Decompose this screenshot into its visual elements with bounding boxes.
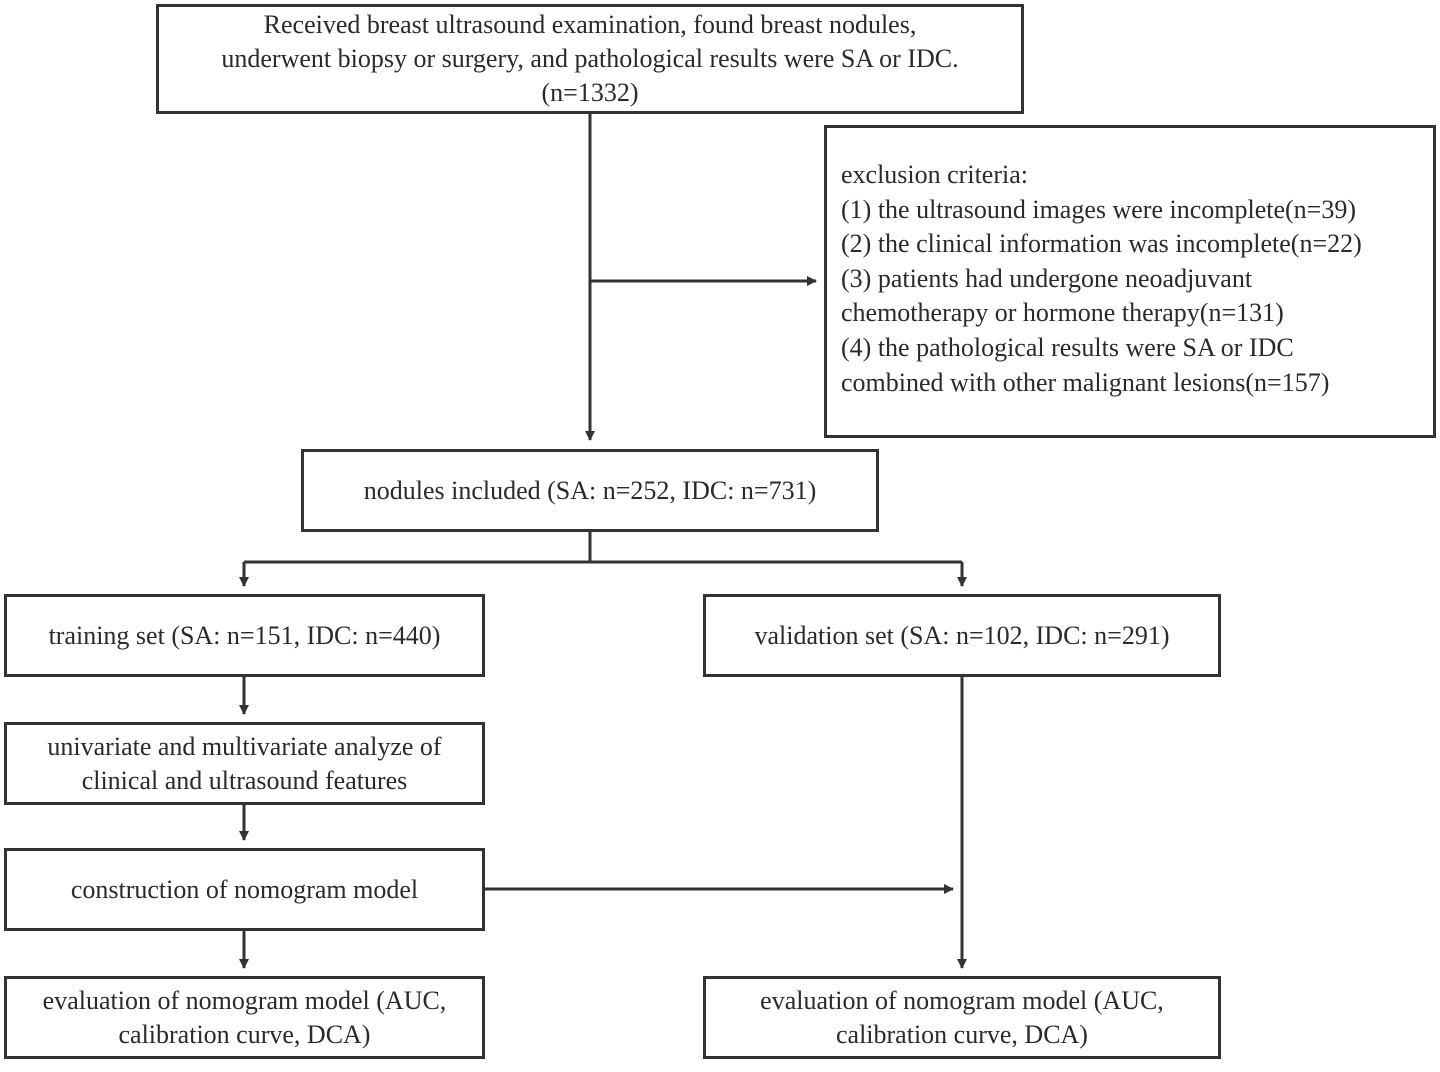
training-set-box: training set (SA: n=151, IDC: n=440) (4, 594, 485, 677)
received-line-3: (n=1332) (541, 78, 639, 107)
included-label: nodules included (SA: n=252, IDC: n=731) (363, 475, 817, 505)
construction-label: construction of nomogram model (70, 874, 419, 904)
eval-training-line-1: evaluation of nomogram model (AUC, (42, 985, 447, 1015)
analysis-box: univariate and multivariate analyze of c… (4, 722, 485, 805)
exclusion-line-7: combined with other malignant lesions(n=… (841, 367, 1330, 397)
exclusion-line-5: chemotherapy or hormone therapy(n=131) (841, 298, 1284, 328)
eval-validation-line-2: calibration curve, DCA) (836, 1019, 1088, 1049)
evaluation-training-box: evaluation of nomogram model (AUC, calib… (4, 976, 485, 1059)
received-line-2: underwent biopsy or surgery, and patholo… (221, 44, 959, 73)
eval-training-line-2: calibration curve, DCA) (118, 1019, 371, 1049)
exclusion-line-3: (2) the clinical information was incompl… (841, 229, 1362, 259)
validation-label: validation set (SA: n=102, IDC: n=291) (754, 620, 1170, 650)
exclusion-criteria-box: exclusion criteria: (1) the ultrasound i… (824, 125, 1436, 438)
received-examination-box: Received breast ultrasound examination, … (156, 4, 1024, 114)
analysis-line-2: clinical and ultrasound features (81, 765, 408, 795)
received-line-1: Received breast ultrasound examination, … (263, 10, 917, 39)
validation-set-box: validation set (SA: n=102, IDC: n=291) (703, 594, 1221, 677)
exclusion-line-6: (4) the pathological results were SA or … (841, 332, 1294, 362)
evaluation-validation-box: evaluation of nomogram model (AUC, calib… (703, 976, 1221, 1059)
analysis-line-1: univariate and multivariate analyze of (47, 731, 442, 761)
nodules-included-box: nodules included (SA: n=252, IDC: n=731) (301, 449, 879, 532)
eval-validation-line-1: evaluation of nomogram model (AUC, (760, 985, 1164, 1015)
exclusion-line-4: (3) patients had undergone neoadjuvant (841, 263, 1253, 293)
training-label: training set (SA: n=151, IDC: n=440) (48, 620, 441, 650)
construction-box: construction of nomogram model (4, 848, 485, 931)
exclusion-line-2: (1) the ultrasound images were incomplet… (841, 194, 1356, 224)
exclusion-line-1: exclusion criteria: (841, 160, 1028, 189)
